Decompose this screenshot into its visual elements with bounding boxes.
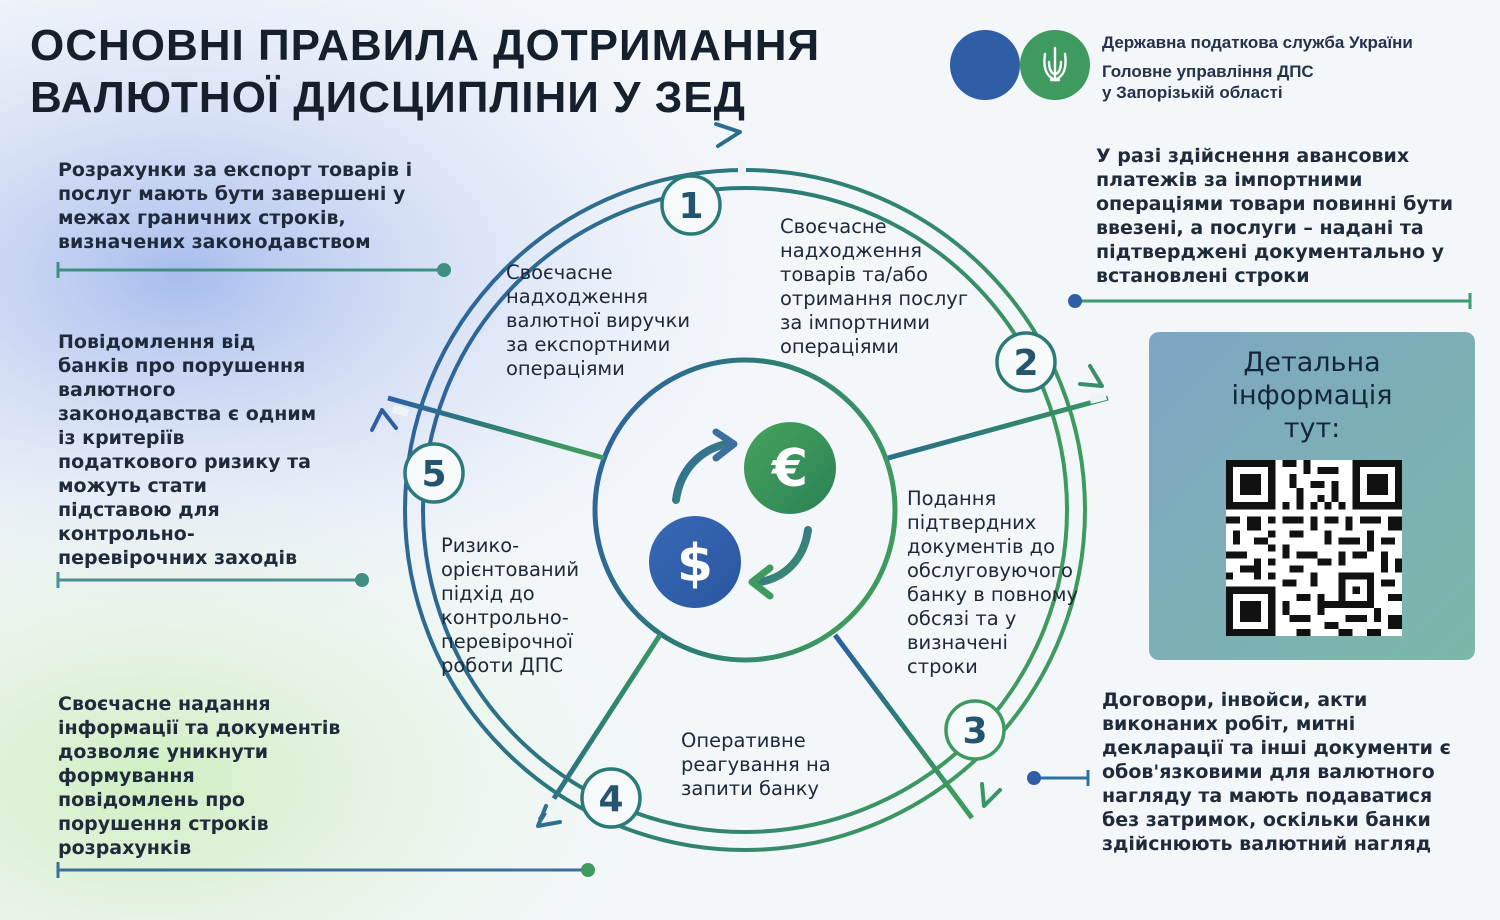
euro-symbol: €: [771, 439, 808, 499]
badge-2: [995, 331, 1057, 393]
badge-3: [944, 699, 1006, 761]
dollar-symbol: $: [677, 534, 713, 594]
arrow-head-5: [370, 408, 398, 432]
badge-number-1: 1: [678, 186, 703, 227]
note-bank-reports: Повідомлення від банків про порушення ва…: [58, 331, 317, 569]
euro-coin-icon: [744, 422, 836, 514]
badge-number-4: 4: [598, 779, 623, 820]
stage-number-badges: [403, 174, 1057, 829]
stage-2-text: Своєчасне надходження товарів та/або отр…: [780, 215, 969, 358]
divider-4-5: [537, 633, 663, 822]
page-title: ОСНОВНІ ПРАВИЛА ДОТРИМАННЯ ВАЛЮТНОЇ ДИСЦ…: [30, 20, 820, 124]
stage-3-text: Подання підтвердних документів до обслуг…: [907, 487, 1079, 678]
note-timely-info: Своєчасне надання інформації та документ…: [58, 693, 341, 859]
organization-name: Державна податкова служба України: [1102, 33, 1413, 52]
divider-5-1: [387, 395, 605, 461]
badge-number-3: 3: [962, 711, 987, 752]
currency-exchange-icon: € $: [649, 422, 836, 608]
qr-label: Детальна інформація тут:: [1231, 347, 1393, 444]
cycle-arrows: [370, 122, 1104, 828]
badge-5: [403, 442, 465, 504]
stage-1-text: Своєчасне надходження валютної виручки з…: [506, 261, 691, 380]
outer-segment-border: [421, 186, 1069, 834]
exchange-arrow-bottom-icon: [756, 526, 812, 586]
note-connectors: [56, 262, 1472, 878]
arrow-head-4: [536, 804, 562, 828]
qr-code[interactable]: [1226, 460, 1402, 636]
divider-2-3: [887, 395, 1109, 461]
badge-number-2: 2: [1013, 343, 1038, 384]
dollar-coin-icon: [649, 516, 741, 608]
divider-3-4: [832, 633, 975, 820]
segment-dividers: [387, 138, 1109, 822]
note-export-deadlines: Розрахунки за експорт товарів і послуг м…: [58, 159, 413, 253]
title-line-2: ВАЛЮТНОЇ ДИСЦИПЛІНИ У ЗЕД: [30, 73, 747, 122]
arrow-head-2: [1078, 364, 1104, 388]
badge-4: [580, 767, 642, 829]
title-line-1: ОСНОВНІ ПРАВИЛА ДОТРИМАННЯ: [30, 21, 821, 70]
trident-icon: [1043, 46, 1067, 82]
note-advance-payments: У разі здійснення авансових платежів за …: [1096, 145, 1454, 287]
tax-service-logo: [950, 30, 1090, 100]
note-documents: Договори, інвойси, акти виконаних робіт,…: [1102, 689, 1451, 855]
stage-4-text: Оперативне реагування на запити банку: [681, 729, 831, 800]
organization-department: Головне управління ДПС у Запорізькій обл…: [1102, 62, 1314, 102]
badge-number-5: 5: [421, 454, 446, 495]
stage-5-text: Ризико- орієнтований підхід до контрольн…: [441, 534, 580, 677]
badge-1: [660, 174, 722, 236]
arrow-head-3: [980, 782, 1002, 808]
exchange-arrow-top-icon: [672, 440, 730, 504]
arrow-head-1: [714, 122, 742, 148]
organization-block: Державна податкова служба України Головн…: [1102, 32, 1413, 103]
inner-circle: [592, 357, 898, 663]
